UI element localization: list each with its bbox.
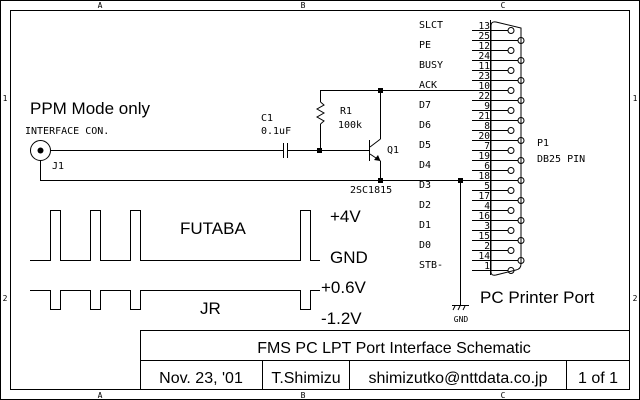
- junction-base: [317, 148, 322, 153]
- q1-ref: Q1: [387, 145, 399, 156]
- svg-text:8: 8: [484, 121, 490, 132]
- svg-text:5: 5: [484, 181, 490, 192]
- sheet-number: 1 of 1: [578, 370, 618, 387]
- q1-transistor: [369, 90, 381, 180]
- svg-text:9: 9: [484, 101, 490, 112]
- svg-text:2: 2: [484, 241, 490, 252]
- grid-row-2-left: 2: [3, 294, 8, 303]
- grid-col-b-bottom: B: [301, 391, 306, 400]
- db25-pins: 1312111098765432125242322212019181716151…: [472, 20, 525, 275]
- grid-row-1-right: 1: [633, 94, 638, 103]
- signal-name-d3: D3: [419, 180, 431, 191]
- signal-name-d0: D0: [419, 240, 431, 251]
- c1-value: 0.1uF: [261, 126, 291, 137]
- pin-15: 15: [472, 231, 525, 244]
- j1-coax-connector: [30, 140, 51, 161]
- grid-row-2-right: 2: [633, 294, 638, 303]
- grid-row-1-left: 1: [3, 94, 8, 103]
- pin-24: 24: [472, 51, 525, 64]
- futaba-label: FUTABA: [180, 219, 246, 238]
- grid-col-a-top: A: [98, 1, 103, 10]
- futaba-high-level: +4V: [330, 207, 361, 226]
- pin-20: 20: [472, 131, 525, 144]
- q1-part: 2SC1815: [350, 185, 392, 196]
- grid-col-b-top: B: [301, 1, 306, 10]
- p1-type: DB25 PIN: [537, 154, 585, 165]
- r1-value: 100k: [338, 120, 362, 131]
- svg-text:24: 24: [479, 51, 491, 62]
- pin-18: 18: [472, 171, 525, 184]
- title-block: [140, 330, 630, 390]
- futaba-waveform: [30, 210, 320, 261]
- j1-label: J1: [52, 161, 64, 172]
- pin-23: 23: [472, 71, 525, 84]
- signal-name-d4: D4: [419, 160, 431, 171]
- futaba-low-level: GND: [330, 248, 368, 267]
- pin-21: 21: [472, 111, 525, 124]
- ground-symbol: [452, 305, 469, 311]
- svg-text:14: 14: [479, 251, 491, 262]
- svg-text:19: 19: [479, 151, 491, 162]
- svg-text:12: 12: [479, 41, 490, 52]
- svg-text:11: 11: [479, 61, 491, 72]
- svg-text:20: 20: [479, 131, 491, 142]
- pin-16: 16: [472, 211, 525, 224]
- pin-14: 14: [472, 251, 525, 264]
- author-email: shimizutko@nttdata.co.jp: [369, 370, 548, 387]
- signal-name-busy: BUSY: [419, 60, 443, 71]
- svg-text:18: 18: [479, 171, 491, 182]
- signal-name-pe: PE: [419, 40, 431, 51]
- svg-text:13: 13: [479, 21, 490, 32]
- grid-col-a-bottom: A: [98, 391, 103, 400]
- signal-name-d5: D5: [419, 140, 431, 151]
- schematic-date: Nov. 23, '01: [159, 370, 243, 387]
- signal-name-ack: ACK: [419, 80, 437, 91]
- jr-high-level: +0.6V: [321, 278, 367, 297]
- svg-text:21: 21: [479, 111, 491, 122]
- svg-text:25: 25: [479, 31, 490, 42]
- pin-22: 22: [472, 91, 525, 104]
- signal-name-d1: D1: [419, 220, 431, 231]
- pin-17: 17: [472, 191, 525, 204]
- r1-ref: R1: [340, 106, 352, 117]
- grid-col-c-bottom: C: [501, 391, 506, 400]
- svg-text:22: 22: [479, 91, 490, 102]
- gnd-label: GND: [454, 315, 469, 324]
- db25-shell: [490, 21, 522, 276]
- svg-text:10: 10: [479, 81, 491, 92]
- svg-text:3: 3: [484, 221, 490, 232]
- signal-name-d2: D2: [419, 200, 431, 211]
- grid-col-c-top: C: [501, 1, 506, 10]
- svg-text:23: 23: [479, 71, 490, 82]
- svg-text:7: 7: [484, 141, 490, 152]
- svg-text:6: 6: [484, 161, 490, 172]
- ground-wire: [40, 160, 490, 181]
- schematic-author: T.Shimizu: [271, 370, 340, 387]
- mode-heading: PPM Mode only: [30, 99, 150, 118]
- signal-name-d6: D6: [419, 120, 431, 131]
- signal-name-slct: SLCT: [419, 20, 443, 31]
- signal-name-d7: D7: [419, 100, 431, 111]
- svg-text:17: 17: [479, 191, 490, 202]
- c1-ref: C1: [261, 113, 273, 124]
- c1-capacitor: [283, 143, 288, 158]
- schematic-title: FMS PC LPT Port Interface Schematic: [257, 340, 531, 357]
- svg-text:15: 15: [479, 231, 490, 242]
- printer-port-label: PC Printer Port: [480, 288, 595, 307]
- pin-19: 19: [472, 151, 525, 164]
- p1-ref: P1: [537, 138, 549, 149]
- r1-resistor: [315, 90, 381, 150]
- inner-border: [10, 10, 630, 390]
- svg-text:4: 4: [484, 201, 490, 212]
- svg-text:16: 16: [479, 211, 491, 222]
- svg-text:1: 1: [484, 261, 490, 272]
- jr-label: JR: [200, 299, 221, 318]
- interface-connector-label: INTERFACE CON.: [25, 126, 109, 137]
- jr-waveform: [30, 290, 320, 310]
- pin-25: 25: [472, 31, 525, 44]
- signal-name-stb: STB-: [419, 260, 443, 271]
- jr-low-level: -1.2V: [321, 309, 362, 328]
